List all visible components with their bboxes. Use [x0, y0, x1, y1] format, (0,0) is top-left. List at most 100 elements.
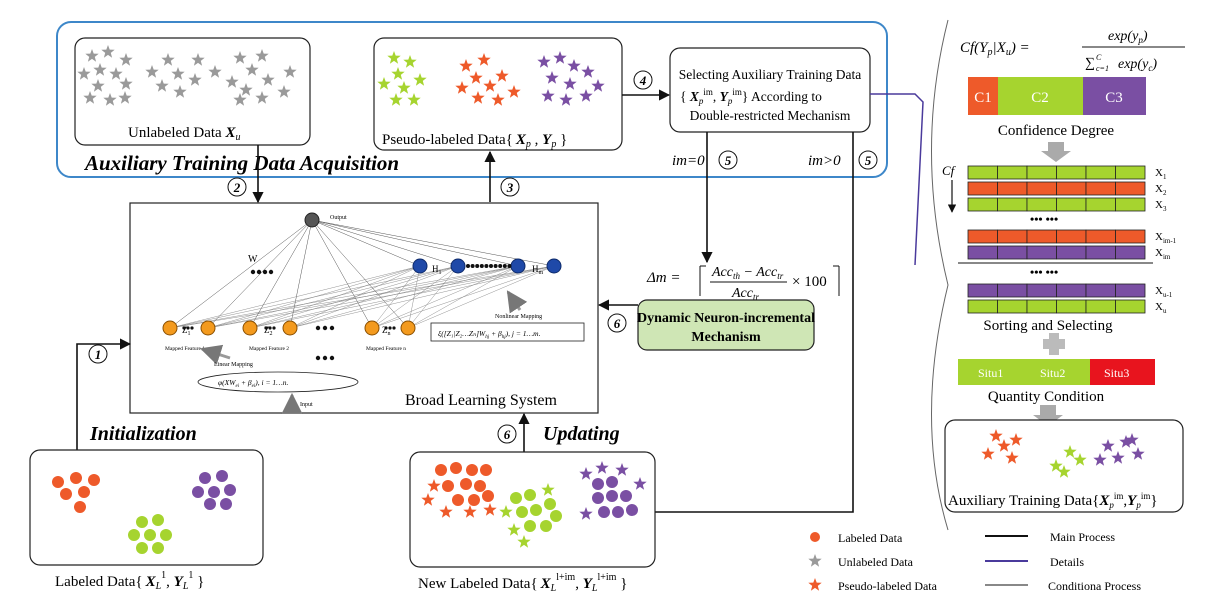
quantity-caption: Quantity Condition: [988, 389, 1105, 405]
new-labeled-star-orange: [439, 505, 453, 518]
step-6a: 6: [614, 316, 621, 331]
labeled-dot-orange: [60, 488, 72, 500]
unlabeled-star: [103, 93, 117, 106]
sort-cell: [1115, 283, 1146, 298]
mapped-feature-2: Mapped Feature 2: [249, 346, 289, 352]
sort-cell: [1056, 197, 1087, 212]
pseudo-star-green: [387, 51, 401, 64]
sort-cell: [967, 229, 998, 244]
neuron-ellipsis: [268, 269, 274, 275]
legend-main: Main Process: [1050, 530, 1115, 544]
pseudo-star-purple: [563, 77, 577, 90]
bls-title: Broad Learning System: [405, 392, 558, 409]
pseudo-star-purple: [579, 89, 593, 102]
initialization-title: Initialization: [89, 423, 197, 445]
bls-edge: [207, 265, 421, 329]
new-labeled-dot-purple: [612, 506, 624, 518]
neuron-ellipsis: [466, 264, 470, 268]
bls-edge: [311, 219, 421, 267]
hidden-neuron: [450, 258, 466, 274]
bls-edge: [207, 265, 459, 329]
neuron-ellipsis: [190, 326, 194, 330]
new-labeled-star-orange: [427, 479, 441, 492]
unlabeled-data-label: Unlabeled Data Xu: [128, 125, 240, 143]
new-labeled-dot-orange: [480, 464, 492, 476]
mapped-neuron: [162, 320, 178, 336]
mapped-neuron: [364, 320, 380, 336]
labeled-dot-orange: [52, 476, 64, 488]
mapped-feature-n: Mapped Feature n: [366, 346, 406, 352]
sort-cell: [1056, 229, 1087, 244]
unlabeled-star: [233, 51, 247, 64]
sort-cell: [1056, 283, 1087, 298]
sort-cell: [997, 197, 1028, 212]
bls-edge: [207, 265, 519, 329]
unlabeled-star: [277, 85, 291, 98]
sort-cell: [1026, 299, 1057, 314]
svg-text:Cf(Yp|Xu) =: Cf(Yp|Xu) =: [960, 40, 1030, 58]
bls-edge: [407, 265, 459, 329]
mapped-neuron: [282, 320, 298, 336]
h1-label: H1: [432, 264, 442, 276]
neuron-ellipsis: [384, 326, 388, 330]
bls-edge: [249, 265, 519, 329]
sort-cell: [967, 181, 998, 196]
svg-text:exp(yp): exp(yp): [1108, 29, 1148, 45]
new-labeled-star-green: [517, 535, 531, 548]
sort-row-label: Xu-1: [1155, 285, 1173, 299]
conf-c1-label: C1: [974, 90, 992, 106]
cf-axis-label: Cf: [942, 163, 957, 178]
labeled-dots: [52, 470, 236, 554]
sort-row-label: Xu: [1155, 301, 1167, 315]
hidden-neuron: [510, 258, 526, 274]
sort-cell: [1085, 229, 1116, 244]
step-1: 1: [95, 347, 102, 362]
svg-text:Acctr: Acctr: [731, 286, 759, 302]
new-labeled-dot-green: [510, 492, 522, 504]
svg-text:Δm =: Δm =: [646, 270, 681, 286]
sort-cell: [997, 283, 1028, 298]
selecting-line3: Double-restricted Mechanism: [690, 108, 851, 123]
sort-cell: [1085, 283, 1116, 298]
xi-formula-box: [430, 322, 585, 342]
aux-star-green: [1049, 459, 1063, 472]
bls-connections: [169, 219, 555, 329]
neuron-ellipsis: [329, 325, 335, 331]
cf-formula: Cf(Yp|Xu) = exp(yp) ∑ C c=1 exp(yc): [960, 29, 1185, 73]
sort-cell: [967, 165, 998, 180]
pseudo-labeled-data-label: Pseudo-labeled Data{Xp , Yp }: [382, 132, 567, 150]
labeled-dot-green: [160, 529, 172, 541]
zn-label: Zn: [382, 325, 391, 337]
pseudo-star-orange: [471, 91, 485, 104]
sort-cell: [1085, 165, 1116, 180]
unlabeled-star: [173, 85, 187, 98]
new-labeled-star-green: [507, 523, 521, 536]
bls-edge: [371, 265, 519, 329]
sorting-dots-2: ••• •••: [1030, 265, 1058, 279]
new-labeled-dot-orange: [460, 478, 472, 490]
phi-formula: φ(XWei + βei), i = 1…n.: [218, 378, 289, 389]
legend-labeled: Labeled Data: [838, 531, 903, 545]
new-labeled-star-purple: [579, 467, 593, 480]
unlabeled-star: [188, 73, 202, 86]
pseudo-star-purple: [545, 71, 559, 84]
sort-cell: [1115, 245, 1146, 260]
new-labeled-dot-orange: [468, 494, 480, 506]
new-labeled-dot-green: [524, 489, 536, 501]
situ1-label: Situ1: [978, 366, 1003, 380]
sort-cell: [1115, 197, 1146, 212]
sort-cell: [1026, 229, 1057, 244]
pseudo-labeled-stars: [377, 51, 605, 106]
sort-cell: [1115, 181, 1146, 196]
new-labeled-dot-orange: [435, 464, 447, 476]
labeled-dot-orange: [88, 474, 100, 486]
bls-edge: [249, 265, 421, 329]
aux-star-purple: [1119, 435, 1133, 448]
new-labeled-dot-purple: [606, 490, 618, 502]
nonlinear-mapping-label: Nonlinear Mapping: [495, 314, 542, 320]
unlabeled-star: [225, 75, 239, 88]
bls-edge: [207, 219, 313, 329]
aux-star-orange: [1005, 451, 1019, 464]
sort-row-label: X3: [1155, 199, 1167, 213]
